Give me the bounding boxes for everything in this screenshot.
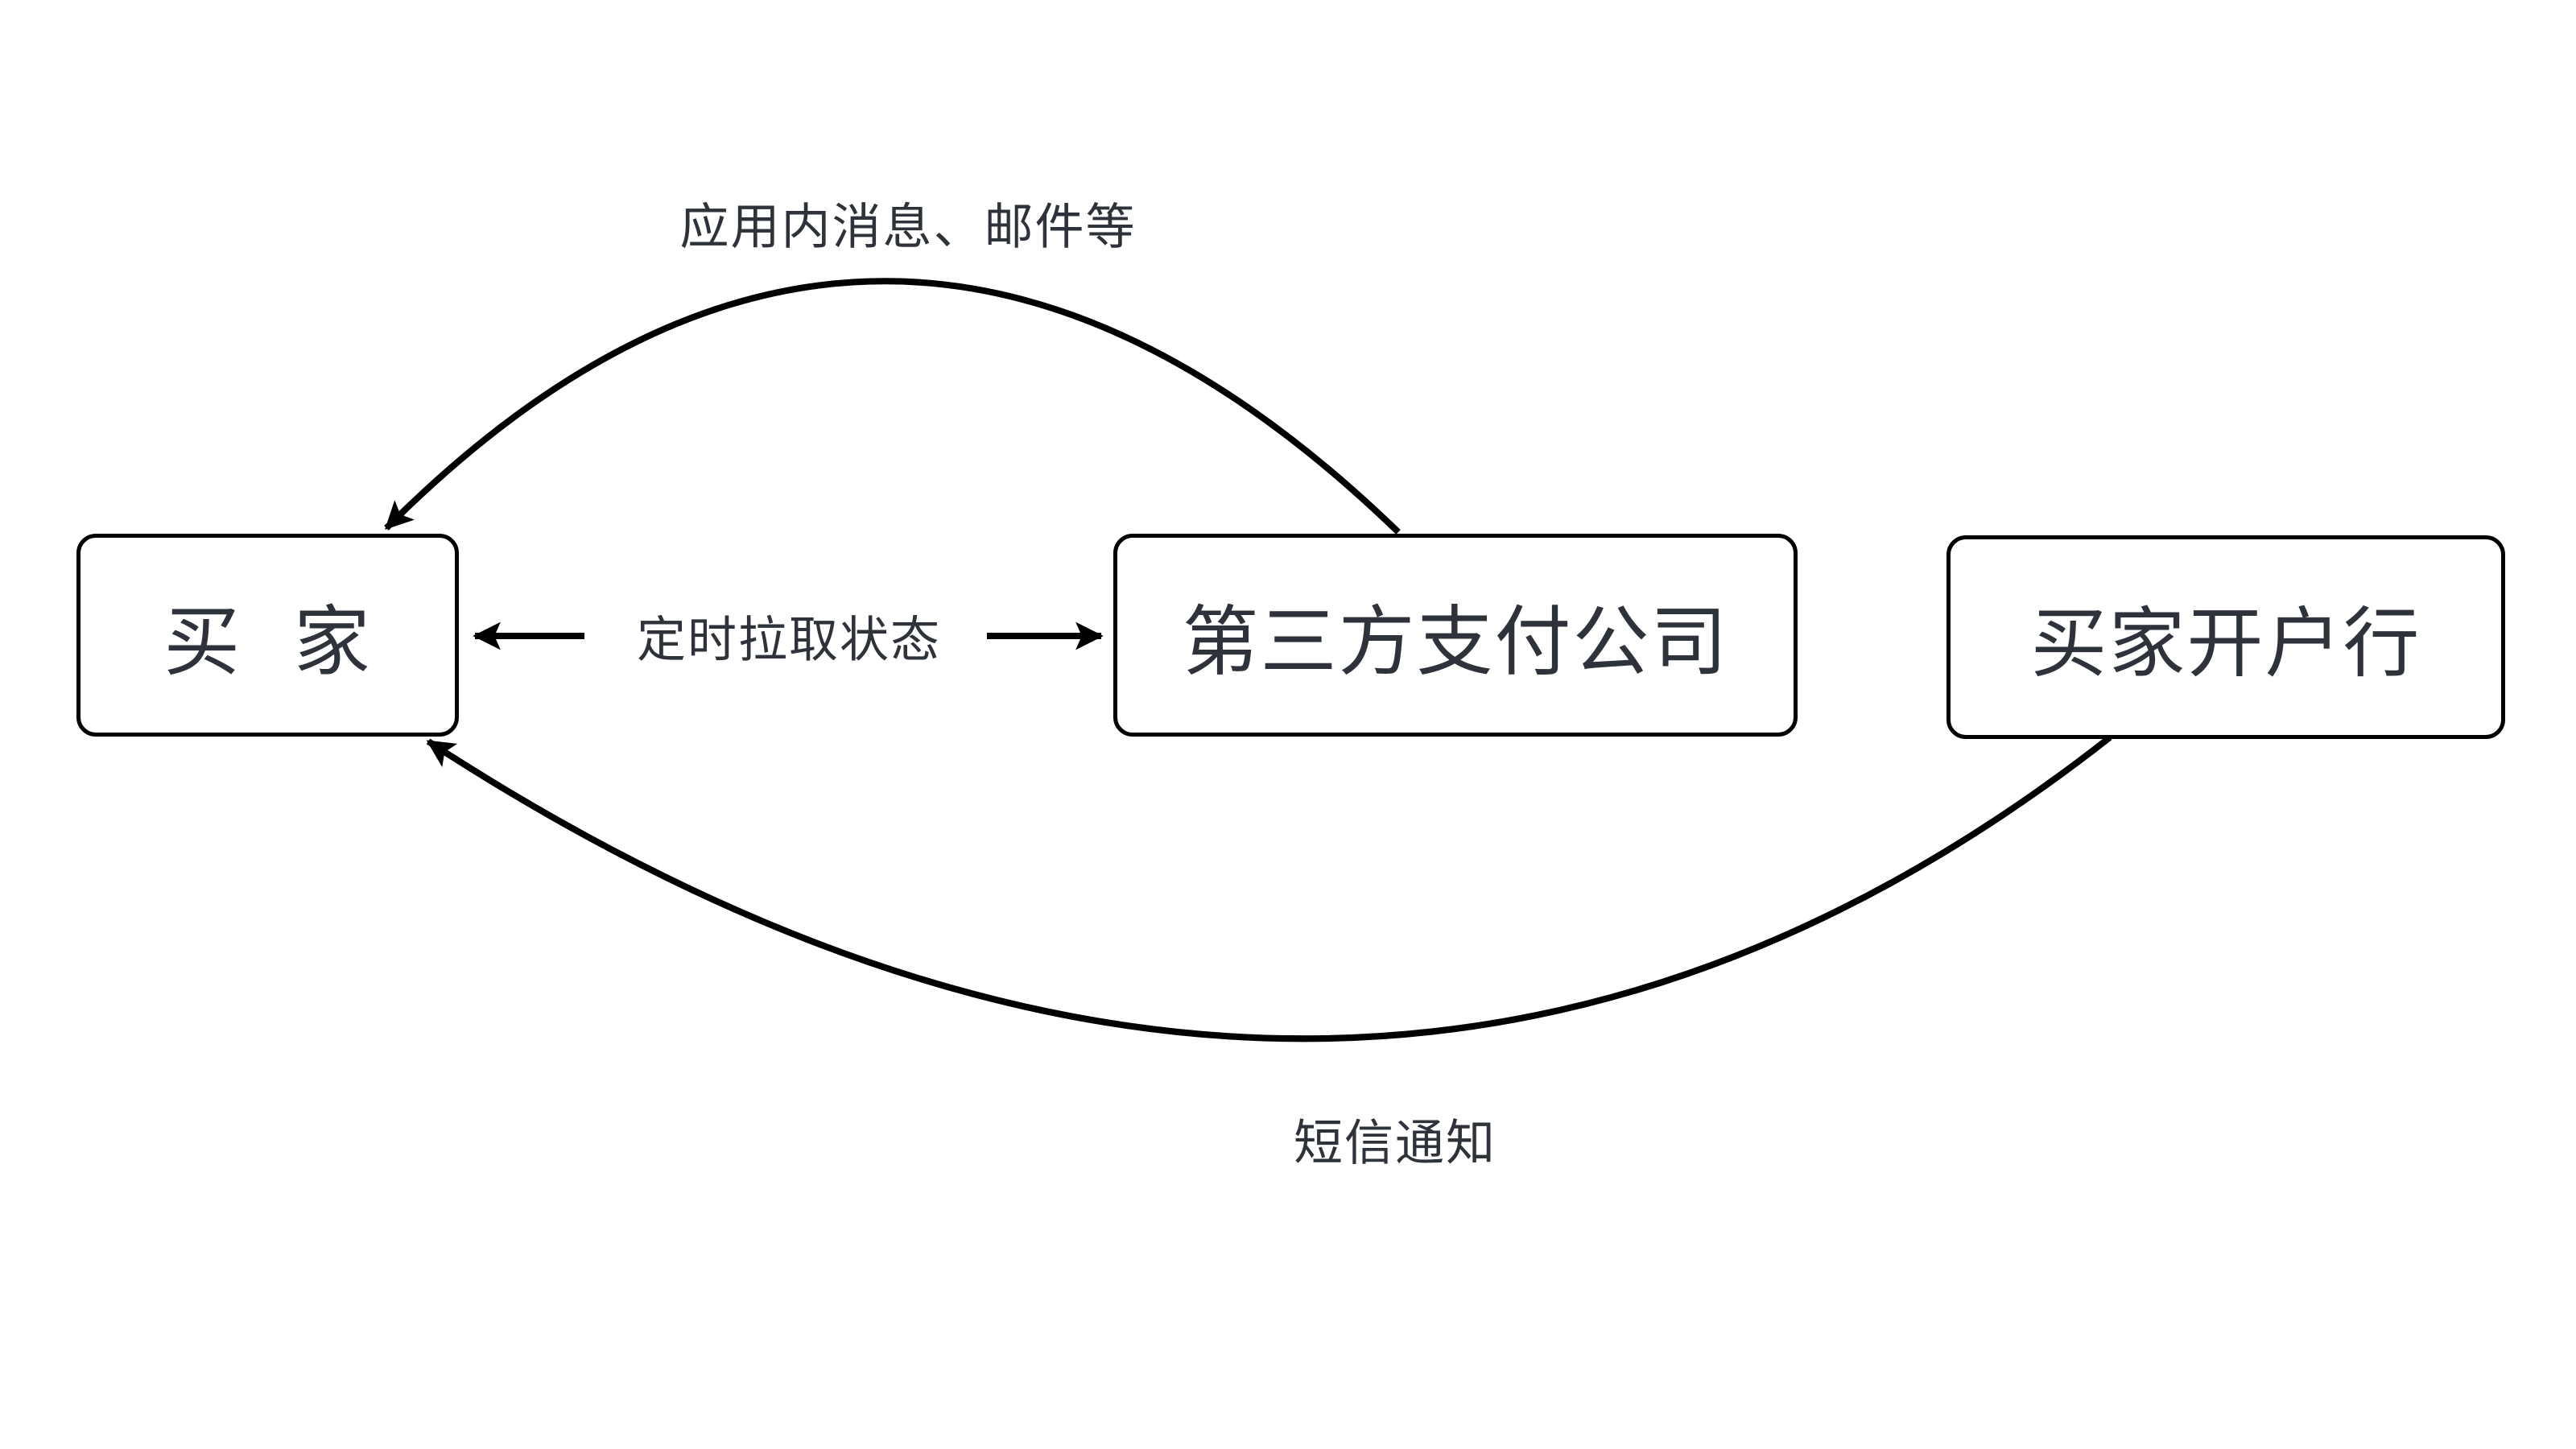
node-buyer: 买 家 <box>76 534 459 737</box>
edge-push-curve <box>384 278 1401 535</box>
edge-label-in-app-message: 应用内消息、邮件等 <box>679 186 1137 258</box>
edge-sms-curve <box>426 734 2112 1042</box>
node-buyer-bank: 买家开户行 <box>1946 535 2505 739</box>
node-payment-company-label: 第三方支付公司 <box>1182 597 1729 687</box>
edge-label-poll-status: 定时拉取状态 <box>636 599 942 671</box>
node-payment-company: 第三方支付公司 <box>1113 534 1798 737</box>
node-buyer-bank-label: 买家开户行 <box>2030 600 2421 688</box>
edge-label-sms-notify: 短信通知 <box>1293 1102 1497 1174</box>
node-buyer-label: 买 家 <box>163 597 372 687</box>
